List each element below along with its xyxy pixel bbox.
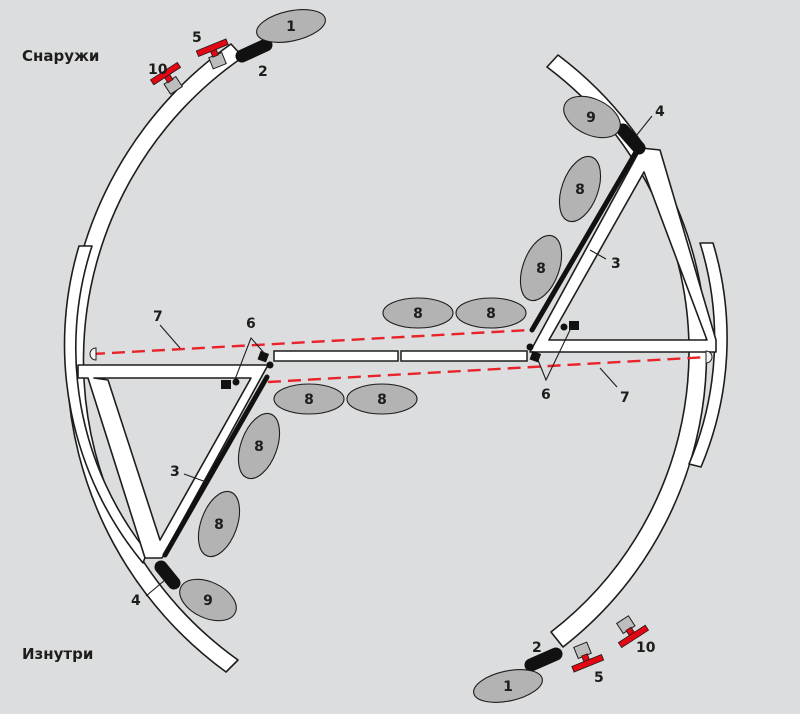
leader-7-left xyxy=(159,324,181,349)
zone-8-left-upper: 8 xyxy=(237,412,281,480)
sensor-10-bottom xyxy=(615,615,650,649)
beam-reflector-left xyxy=(89,347,97,361)
label-4-left: 4 xyxy=(131,593,141,609)
label-10-top: 10 xyxy=(148,62,168,78)
beam-reflector-right xyxy=(705,350,713,364)
label-10-bottom: 10 xyxy=(636,640,656,656)
label-9-bottom: 9 xyxy=(203,593,213,609)
label-8-c: 8 xyxy=(413,306,423,322)
label-4-right: 4 xyxy=(655,104,665,120)
zone-8-right-upper: 8 xyxy=(558,155,602,223)
label-8-d: 8 xyxy=(486,306,496,322)
caption-inside: Изнутри xyxy=(22,645,93,663)
bumper-2-top xyxy=(235,38,273,63)
sensor-10-top xyxy=(149,61,184,95)
door-edge-strip-right xyxy=(529,149,639,333)
bumper-4-right xyxy=(616,123,646,155)
label-8-e: 8 xyxy=(304,392,314,408)
label-3-left: 3 xyxy=(170,464,180,480)
center-leaf-left xyxy=(273,350,399,362)
label-2-bottom: 2 xyxy=(532,640,542,656)
safety-beam-top xyxy=(91,328,531,356)
label-3-right: 3 xyxy=(611,256,621,272)
zone-8-top-center-left: 8 xyxy=(382,297,454,329)
door-wing-left xyxy=(77,364,269,559)
leader-7-right xyxy=(599,367,618,388)
inner-curved-panel-right xyxy=(688,242,728,468)
label-8-h: 8 xyxy=(214,517,224,533)
label-6-left: 6 xyxy=(246,316,256,332)
zone-8-left-lower: 8 xyxy=(197,490,241,558)
beam-sensor-6-left-a xyxy=(257,350,274,369)
beam-sensor-6-left-b xyxy=(221,378,240,389)
label-7-left: 7 xyxy=(153,309,163,325)
label-9-top: 9 xyxy=(586,110,596,126)
label-1-bottom: 1 xyxy=(503,679,513,695)
label-8-f: 8 xyxy=(377,392,387,408)
door-wing-right xyxy=(529,147,717,353)
leader-6-left xyxy=(233,336,266,383)
zone-9-bottom: 9 xyxy=(179,578,237,622)
label-2-top: 2 xyxy=(258,64,268,80)
label-5-bottom: 5 xyxy=(594,670,604,686)
zone-8-bottom-center-left: 8 xyxy=(273,383,345,415)
sensor-5-bottom xyxy=(571,641,605,673)
bumper-4-left xyxy=(154,560,181,590)
door-edge-strip-left xyxy=(162,374,270,558)
zone-1-bottom: 1 xyxy=(473,669,543,703)
beam-sensor-6-right-b xyxy=(560,321,579,331)
leader-3-right xyxy=(589,249,607,260)
leader-4-left xyxy=(145,579,166,597)
label-6-right: 6 xyxy=(541,387,551,403)
zone-1-top: 1 xyxy=(256,9,326,43)
sensor-5-top xyxy=(195,38,229,70)
zone-9-top: 9 xyxy=(563,95,621,139)
zone-8-bottom-center-right: 8 xyxy=(346,383,418,415)
leader-6-right xyxy=(535,327,572,382)
leader-3-left xyxy=(183,473,210,484)
inner-curved-panel-left xyxy=(63,245,148,564)
label-8-b: 8 xyxy=(536,261,546,277)
leader-4-right xyxy=(635,115,653,137)
zone-8-top-center-right: 8 xyxy=(455,297,527,329)
zone-8-right-lower: 8 xyxy=(519,234,563,302)
label-1-top: 1 xyxy=(286,19,296,35)
bumper-2-bottom xyxy=(524,647,563,672)
label-8-a: 8 xyxy=(575,182,585,198)
label-7-right: 7 xyxy=(620,390,630,406)
label-5-top: 5 xyxy=(192,30,202,46)
caption-outside: Снаружи xyxy=(22,47,99,65)
label-8-g: 8 xyxy=(254,439,264,455)
center-leaf-right xyxy=(400,350,528,362)
safety-beam-bottom xyxy=(267,355,709,384)
